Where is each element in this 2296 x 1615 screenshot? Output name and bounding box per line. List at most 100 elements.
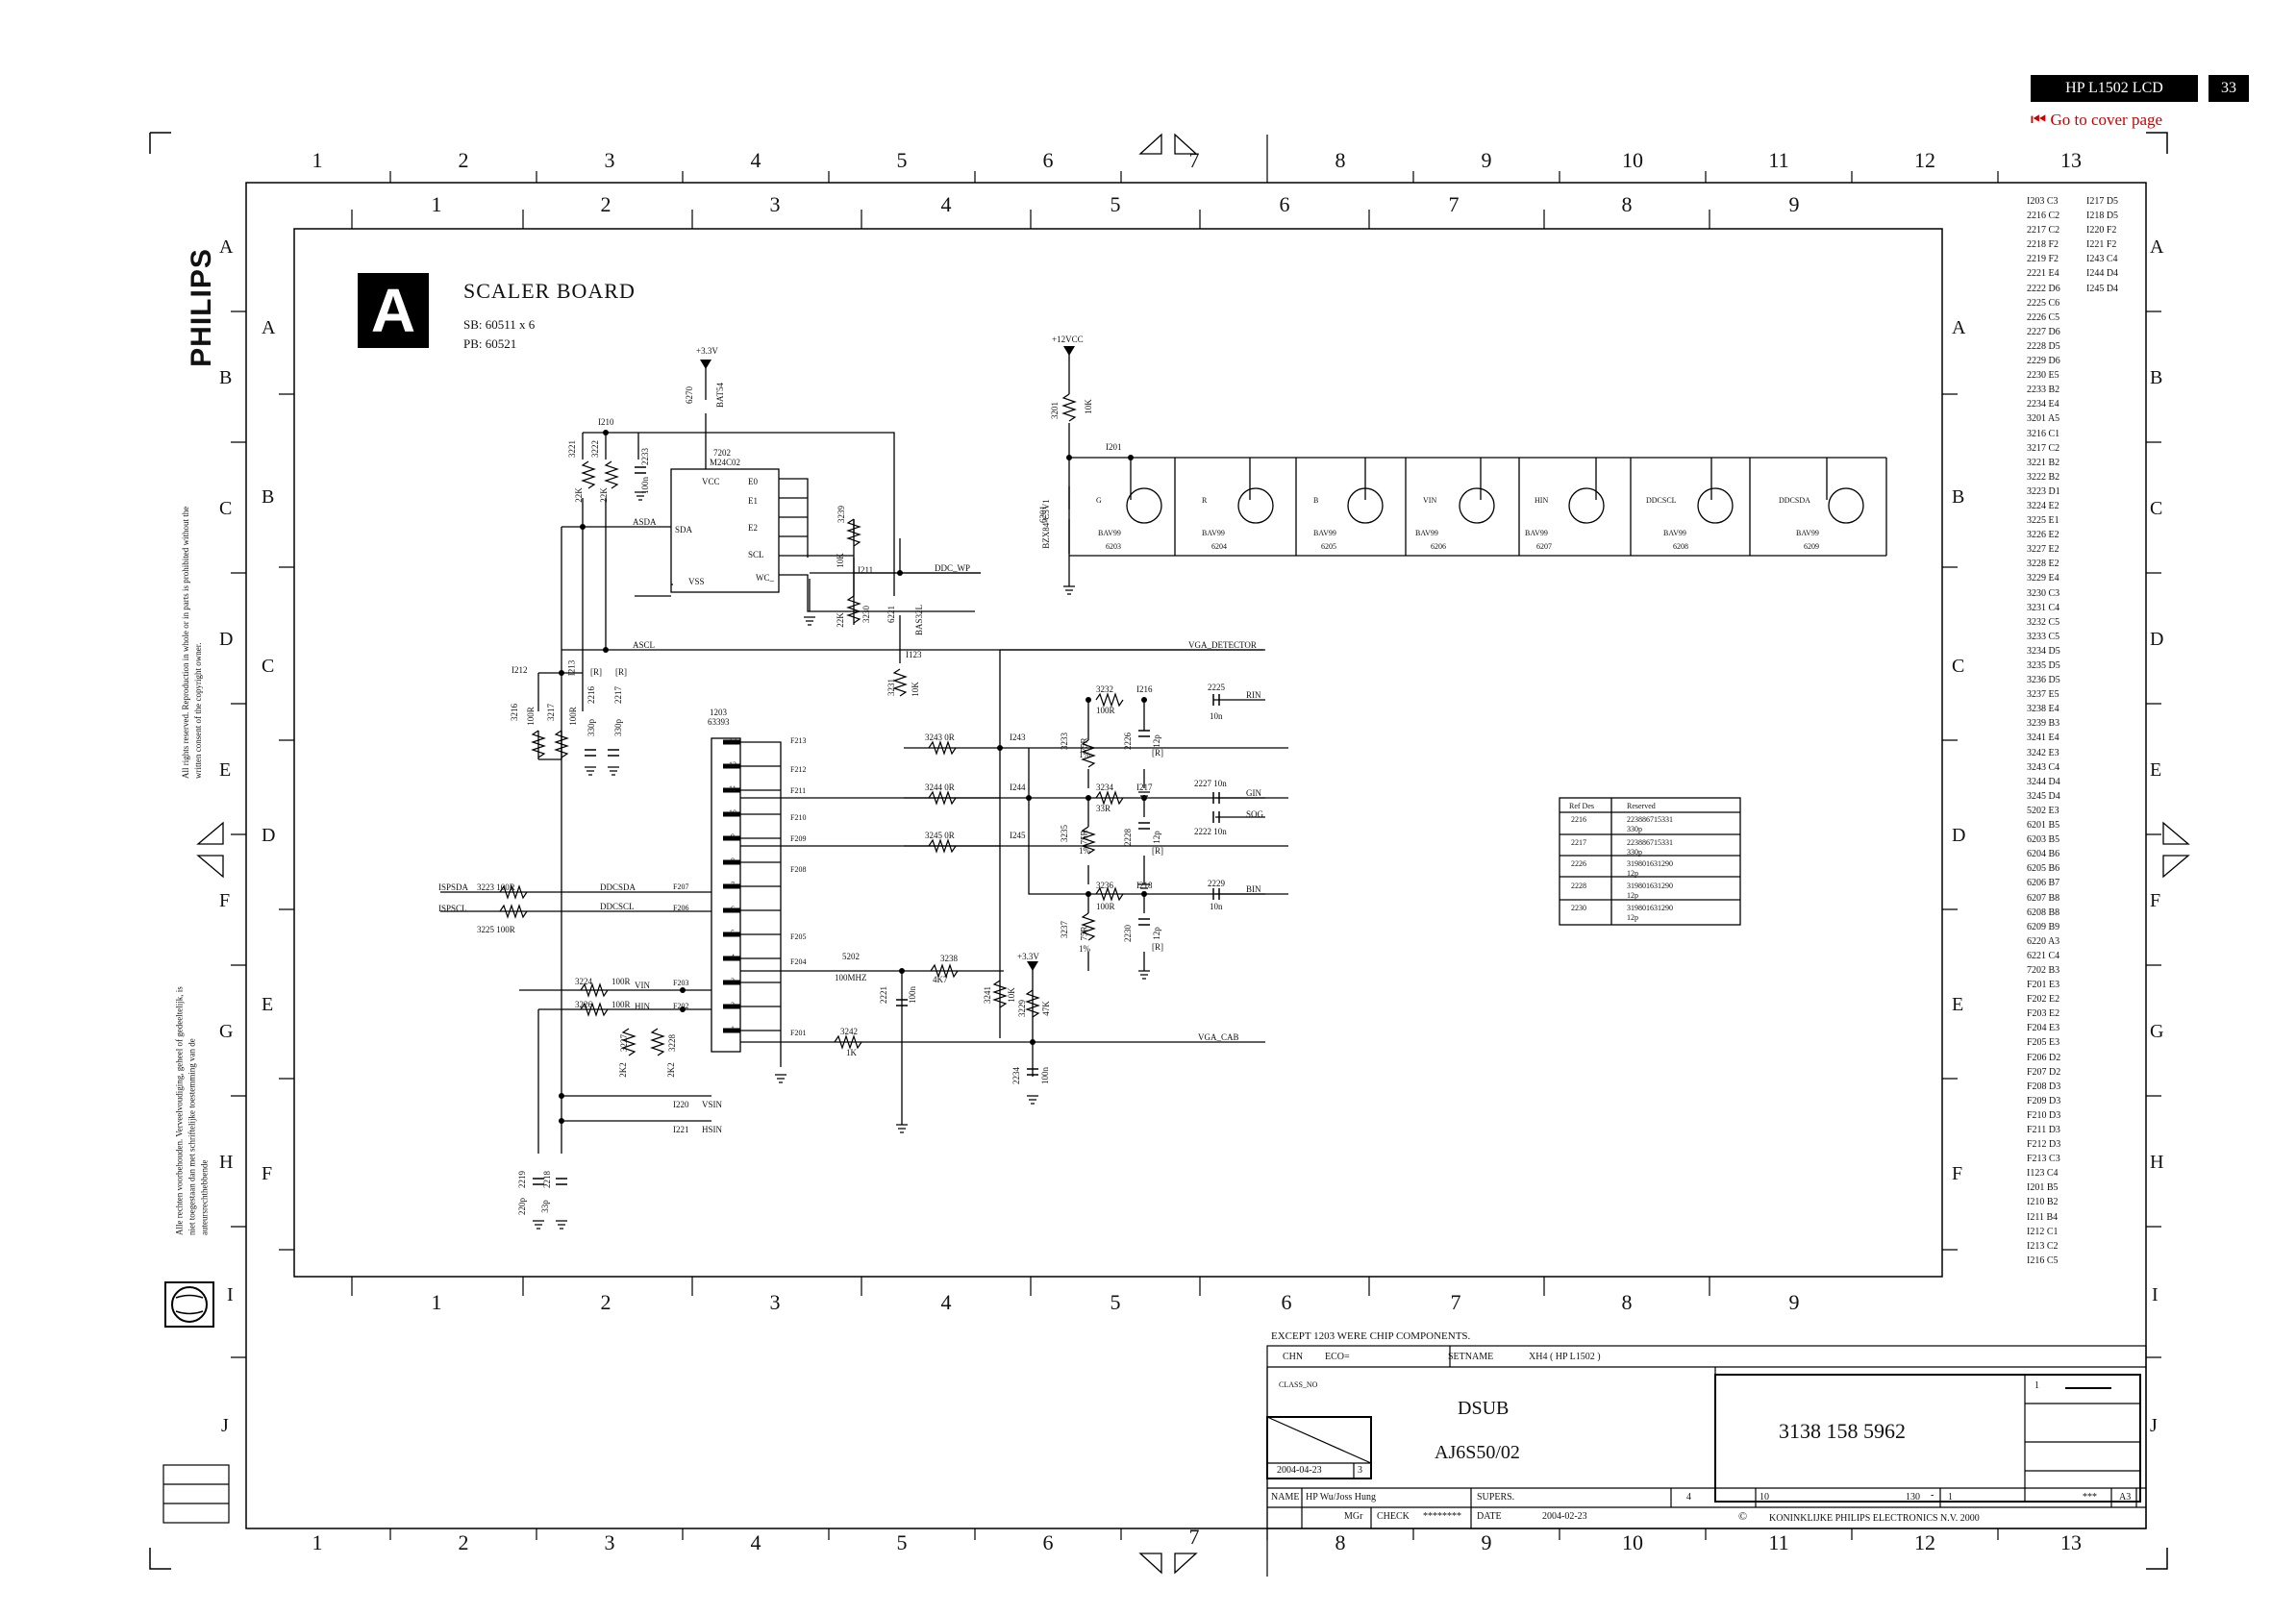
r3222-label: 3222 [590,440,600,458]
reserved-row2-ref: 2217 [1571,838,1586,847]
diode-6201-type: BZX84-C5V1 [1040,499,1051,549]
diode-net-vin: VIN [1423,496,1437,505]
fuse-f203: F203 [673,979,689,987]
c2221-val: 100n [908,986,917,1004]
diode-type-6207: BAV99 [1525,529,1548,537]
r3228-val: 2K2 [665,1062,676,1078]
r3232-label: 3232 [1096,684,1113,694]
l5202-label: 5202 [842,952,860,961]
board-sb: SB: 60511 x 6 [463,317,536,332]
col-label-top-2: 2 [458,148,469,172]
c2230-note: [R] [1152,942,1163,952]
col-label-bottom-7: 7 [1188,1525,1200,1549]
r3242-val: 1K [846,1048,857,1057]
board-pb: PB: 60521 [463,336,517,351]
i217-label: I217 [1136,783,1153,792]
r3201-ref: 3201 [1050,402,1060,419]
c2217-val: 330p [613,719,623,736]
row-label-left-J: J [221,1415,229,1436]
r3233-tol: 1% [1079,750,1090,759]
conn-type: 63393 [708,717,730,727]
conn-pin-8: 8 [731,857,735,865]
tb-title2: AJ6S50/02 [1435,1442,1520,1463]
col-label-bottom-11: 11 [1768,1530,1789,1554]
tb-company: KONINKLIJKE PHILIPS ELECTRONICS N.V. 200… [1769,1513,1980,1524]
i123-label: I123 [906,650,922,659]
diode-ref-6206: 6206 [1431,542,1446,551]
diode-ref-6209: 6209 [1804,542,1819,551]
inner-col-top-2: 2 [600,192,611,216]
r3227-val: 2K2 [617,1062,628,1078]
reserved-row4-ref: 2228 [1571,882,1586,890]
r3217-val: 100R [567,707,578,726]
col-label-top-3: 3 [604,148,615,172]
inner-row-right-C: C [1952,656,1965,677]
tb-size: A3 [2119,1492,2132,1503]
inner-col-bottom-3: 3 [769,1290,781,1314]
c2226-label: 2226 [1123,733,1133,750]
r3235-tol: 1% [1079,846,1090,856]
diode-net-ddcscl: DDCSCL [1646,496,1677,505]
except-note: EXCEPT 1203 WERE CHIP COMPONENTS. [1271,1330,1471,1342]
col-label-top-10: 10 [1622,148,1643,172]
r3216-label: 3216 [510,704,519,721]
col-label-bottom-6: 6 [1042,1530,1054,1554]
eeprom-type: M24C02 [710,458,741,467]
inner-row-left-D: D [262,825,276,846]
tb-mgr: MGr [1344,1511,1363,1522]
net-sog: SOG [1246,809,1264,819]
i245-label: I245 [1010,831,1026,840]
c2229-val: 10n [1210,902,1223,911]
diode-type-6203: BAV99 [1098,529,1121,537]
c2216-val: 330p [586,719,596,736]
fuse-f202: F202 [673,1002,689,1010]
col-label-top-12: 12 [1914,148,1935,172]
reserved-row5-val: 319801631290 12p [1627,904,1673,922]
col-label-bottom-10: 10 [1622,1530,1643,1554]
net-ispsda: ISPSDA [438,882,469,892]
tb-supers: SUPERS. [1477,1492,1515,1503]
diode-6221-type: BAS32L [914,604,925,636]
c2228-note: [R] [1152,846,1163,856]
net-ddc-wp: DDC_WP [935,563,971,573]
row-label-right-C: C [2150,498,2163,519]
cover-link-label: Go to cover page [2050,111,2163,129]
tb-f10: 10 [1759,1492,1769,1503]
conn-pin-12: 12 [729,760,736,769]
r3236-label: 3236 [1096,881,1113,890]
pin-vss: VSS [688,577,705,586]
net-ddcsda: DDCSDA [600,882,636,892]
r3234-val: 33R [1096,804,1111,813]
col-label-top-6: 6 [1042,148,1054,172]
inner-row-right-E: E [1952,994,1964,1015]
rail-12v: +12VCC [1052,335,1084,344]
pin-vcc: VCC [702,477,720,486]
tb-title1: DSUB [1458,1398,1510,1419]
diode-net-g: G [1096,496,1102,505]
net-vga-detector: VGA_DETECTOR [1188,640,1257,650]
diode-ref-6204: 6204 [1211,542,1227,551]
net-vsin: VSIN [702,1100,723,1109]
row-label-left-B: B [219,367,233,388]
r3237-val: 75R [1079,926,1089,941]
diode-type-6208: BAV99 [1663,529,1686,537]
r3224-label: 3224 [575,977,592,986]
cover-link[interactable]: ⏮ Go to cover page [2031,110,2162,130]
fuse-f201: F201 [790,1029,807,1037]
reserved-row1-val: 223886715331 330p [1627,815,1673,833]
conn-pin-3: 3 [731,977,735,985]
i220-label: I220 [673,1100,689,1109]
diode-ref-6203: 6203 [1106,542,1121,551]
r3234-label: 3234 [1096,783,1113,792]
row-label-left-F: F [219,890,231,911]
reference-index-left: I203 C3 2216 C2 2217 C2 2218 F2 2219 F2 … [2027,196,2061,1266]
tb-stars: *** [2083,1492,2097,1503]
inner-col-bottom-6: 6 [1281,1290,1292,1314]
fuse-f207: F207 [673,882,689,891]
r3226-val: 100R [611,1000,631,1009]
net-hsin: HSIN [702,1125,723,1134]
c2234-val: 100n [1040,1067,1050,1084]
inner-row-right-D: D [1952,825,1966,846]
r3225-label: 3225 100R [477,925,515,934]
conn-pin-10: 10 [729,808,736,817]
